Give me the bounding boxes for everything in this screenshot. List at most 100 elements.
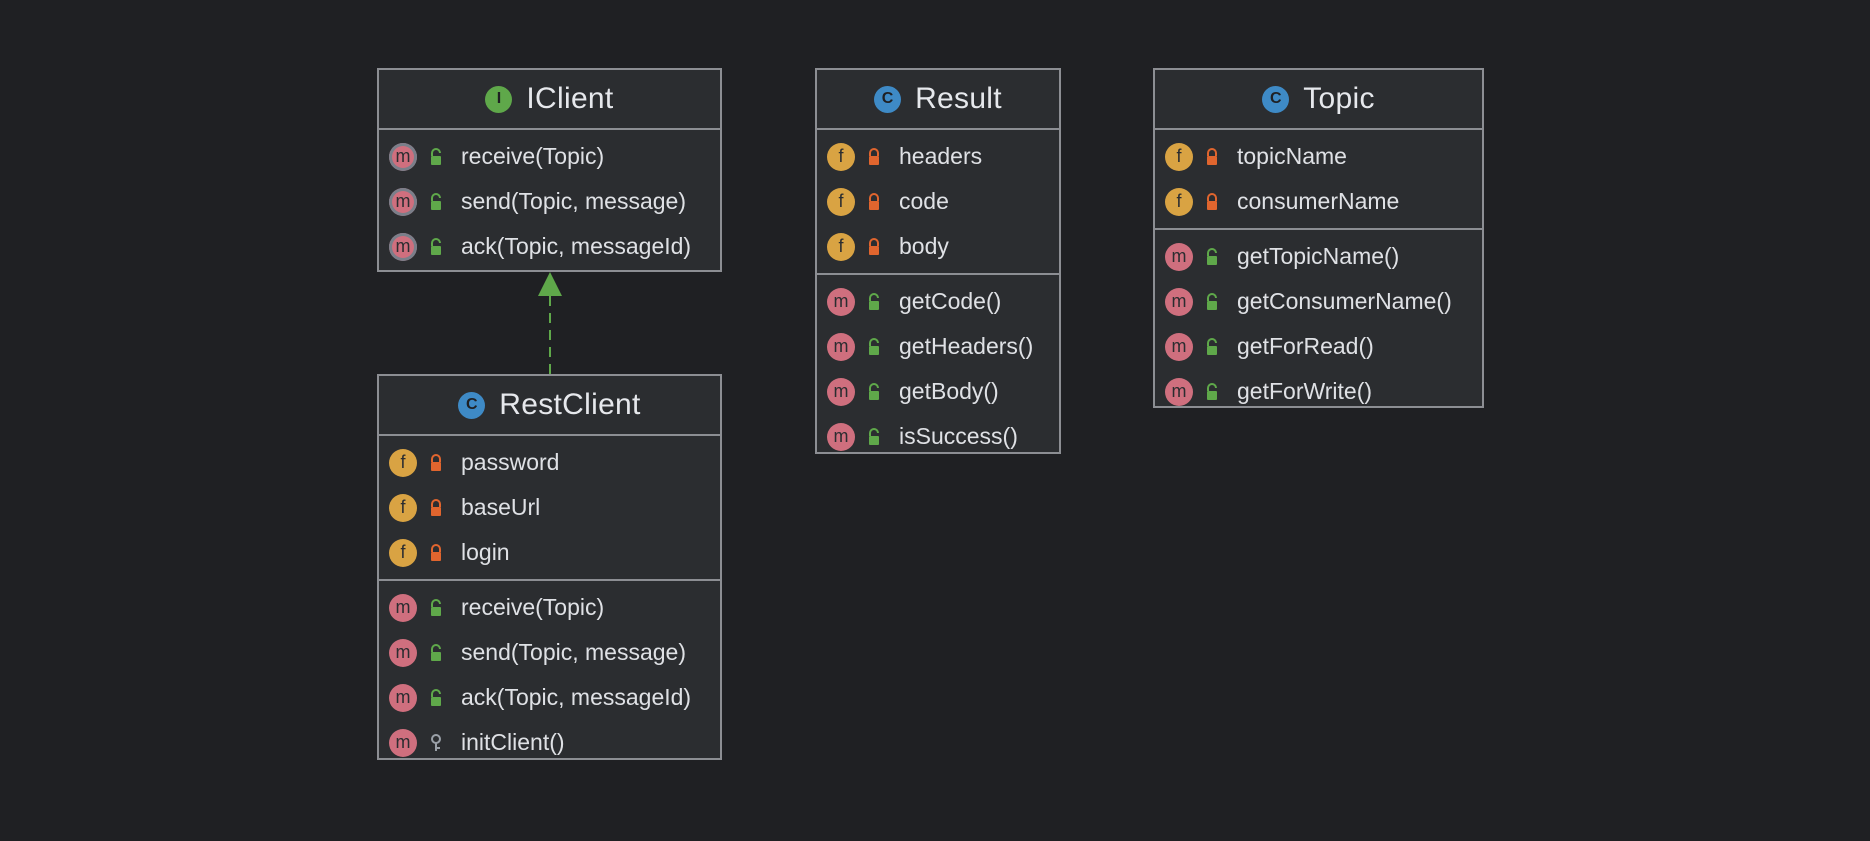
class-box-topic[interactable]: C Topic f topicName f consumerName m get… — [1153, 68, 1484, 408]
method-row[interactable]: m getForWrite() — [1155, 369, 1482, 414]
method-row[interactable]: m getBody() — [817, 369, 1059, 414]
private-lock-icon — [863, 236, 885, 258]
field-row[interactable]: f consumerName — [1155, 179, 1482, 224]
method-name: getBody() — [899, 378, 999, 404]
method-icon: m — [1165, 242, 1193, 271]
methods-section: m getCode() m getHeaders() m getBody() m… — [817, 273, 1059, 463]
field-row[interactable]: f login — [379, 530, 720, 575]
field-name: login — [461, 539, 510, 565]
field-name: password — [461, 449, 560, 475]
method-name: getConsumerName() — [1237, 288, 1452, 314]
fields-section: f headers f code f body — [817, 130, 1059, 273]
method-name: receive(Topic) — [461, 143, 605, 169]
fields-section: f topicName f consumerName — [1155, 130, 1482, 228]
method-name: send(Topic, message) — [461, 639, 686, 665]
field-icon: f — [827, 142, 855, 171]
field-row[interactable]: f headers — [817, 134, 1059, 179]
private-lock-icon — [425, 542, 447, 564]
method-icon: m — [827, 332, 855, 361]
class-name: Result — [915, 82, 1002, 115]
public-lock-icon — [863, 291, 885, 313]
abstract-method-icon: m — [389, 142, 417, 171]
class-name: Topic — [1303, 82, 1375, 115]
class-box-result[interactable]: C Result f headers f code f body m — [815, 68, 1061, 454]
field-row[interactable]: f baseUrl — [379, 485, 720, 530]
class-name: RestClient — [499, 388, 641, 421]
method-name: ack(Topic, messageId) — [461, 684, 692, 710]
method-row[interactable]: m send(Topic, message) — [379, 630, 720, 675]
public-lock-icon — [425, 146, 447, 168]
method-icon: m — [389, 638, 417, 667]
field-name: headers — [899, 143, 983, 169]
method-icon: m — [1165, 287, 1193, 316]
method-row[interactable]: m ack(Topic, messageId) — [379, 675, 720, 720]
field-icon: f — [827, 187, 855, 216]
public-lock-icon — [425, 642, 447, 664]
methods-section: m receive(Topic) m send(Topic, message) … — [379, 579, 720, 769]
methods-section: m receive(Topic) m send(Topic, message) … — [379, 130, 720, 273]
method-row[interactable]: m receive(Topic) — [379, 134, 720, 179]
public-lock-icon — [425, 597, 447, 619]
class-header: C RestClient — [379, 376, 720, 436]
method-row[interactable]: m getCode() — [817, 279, 1059, 324]
method-icon: m — [827, 287, 855, 316]
method-name: isSuccess() — [899, 423, 1018, 449]
method-row[interactable]: m isSuccess() — [817, 414, 1059, 459]
method-row[interactable]: m initClient() — [379, 720, 720, 765]
package-key-icon — [425, 732, 447, 754]
method-row[interactable]: m ack(Topic, messageId) — [379, 224, 720, 269]
public-lock-icon — [1201, 381, 1223, 403]
method-name: getHeaders() — [899, 333, 1034, 359]
public-lock-icon — [425, 687, 447, 709]
field-name: body — [899, 233, 949, 259]
method-row[interactable]: m getForRead() — [1155, 324, 1482, 369]
method-row[interactable]: m getHeaders() — [817, 324, 1059, 369]
method-icon: m — [389, 728, 417, 757]
class-box-restclient[interactable]: C RestClient f password f baseUrl f logi… — [377, 374, 722, 760]
field-icon: f — [1165, 187, 1193, 216]
method-icon: m — [827, 377, 855, 406]
method-icon: m — [389, 683, 417, 712]
field-icon: f — [1165, 142, 1193, 171]
method-row[interactable]: m getConsumerName() — [1155, 279, 1482, 324]
public-lock-icon — [1201, 291, 1223, 313]
field-name: consumerName — [1237, 188, 1400, 214]
public-lock-icon — [1201, 336, 1223, 358]
method-name: getForWrite() — [1237, 378, 1373, 404]
method-name: getTopicName() — [1237, 243, 1400, 269]
class-box-iclient[interactable]: I IClient m receive(Topic) m send(Topic,… — [377, 68, 722, 272]
class-icon: C — [874, 85, 902, 113]
field-name: topicName — [1237, 143, 1347, 169]
method-name: ack(Topic, messageId) — [461, 233, 692, 259]
field-name: code — [899, 188, 949, 214]
private-lock-icon — [863, 146, 885, 168]
field-name: baseUrl — [461, 494, 541, 520]
implements-arrowhead — [538, 272, 562, 296]
field-row[interactable]: f body — [817, 224, 1059, 269]
method-icon: m — [1165, 332, 1193, 361]
field-icon: f — [827, 232, 855, 261]
public-lock-icon — [1201, 246, 1223, 268]
public-lock-icon — [425, 191, 447, 213]
method-row[interactable]: m send(Topic, message) — [379, 179, 720, 224]
field-row[interactable]: f topicName — [1155, 134, 1482, 179]
abstract-method-icon: m — [389, 187, 417, 216]
class-icon: C — [458, 391, 486, 419]
private-lock-icon — [425, 452, 447, 474]
field-icon: f — [389, 493, 417, 522]
private-lock-icon — [1201, 191, 1223, 213]
class-header: C Result — [817, 70, 1059, 130]
field-row[interactable]: f password — [379, 440, 720, 485]
method-row[interactable]: m receive(Topic) — [379, 585, 720, 630]
abstract-method-icon: m — [389, 232, 417, 261]
method-name: initClient() — [461, 729, 565, 755]
method-icon: m — [1165, 377, 1193, 406]
method-name: getForRead() — [1237, 333, 1374, 359]
public-lock-icon — [425, 236, 447, 258]
method-row[interactable]: m getTopicName() — [1155, 234, 1482, 279]
class-icon: C — [1262, 85, 1290, 113]
public-lock-icon — [863, 336, 885, 358]
field-row[interactable]: f code — [817, 179, 1059, 224]
field-icon: f — [389, 538, 417, 567]
